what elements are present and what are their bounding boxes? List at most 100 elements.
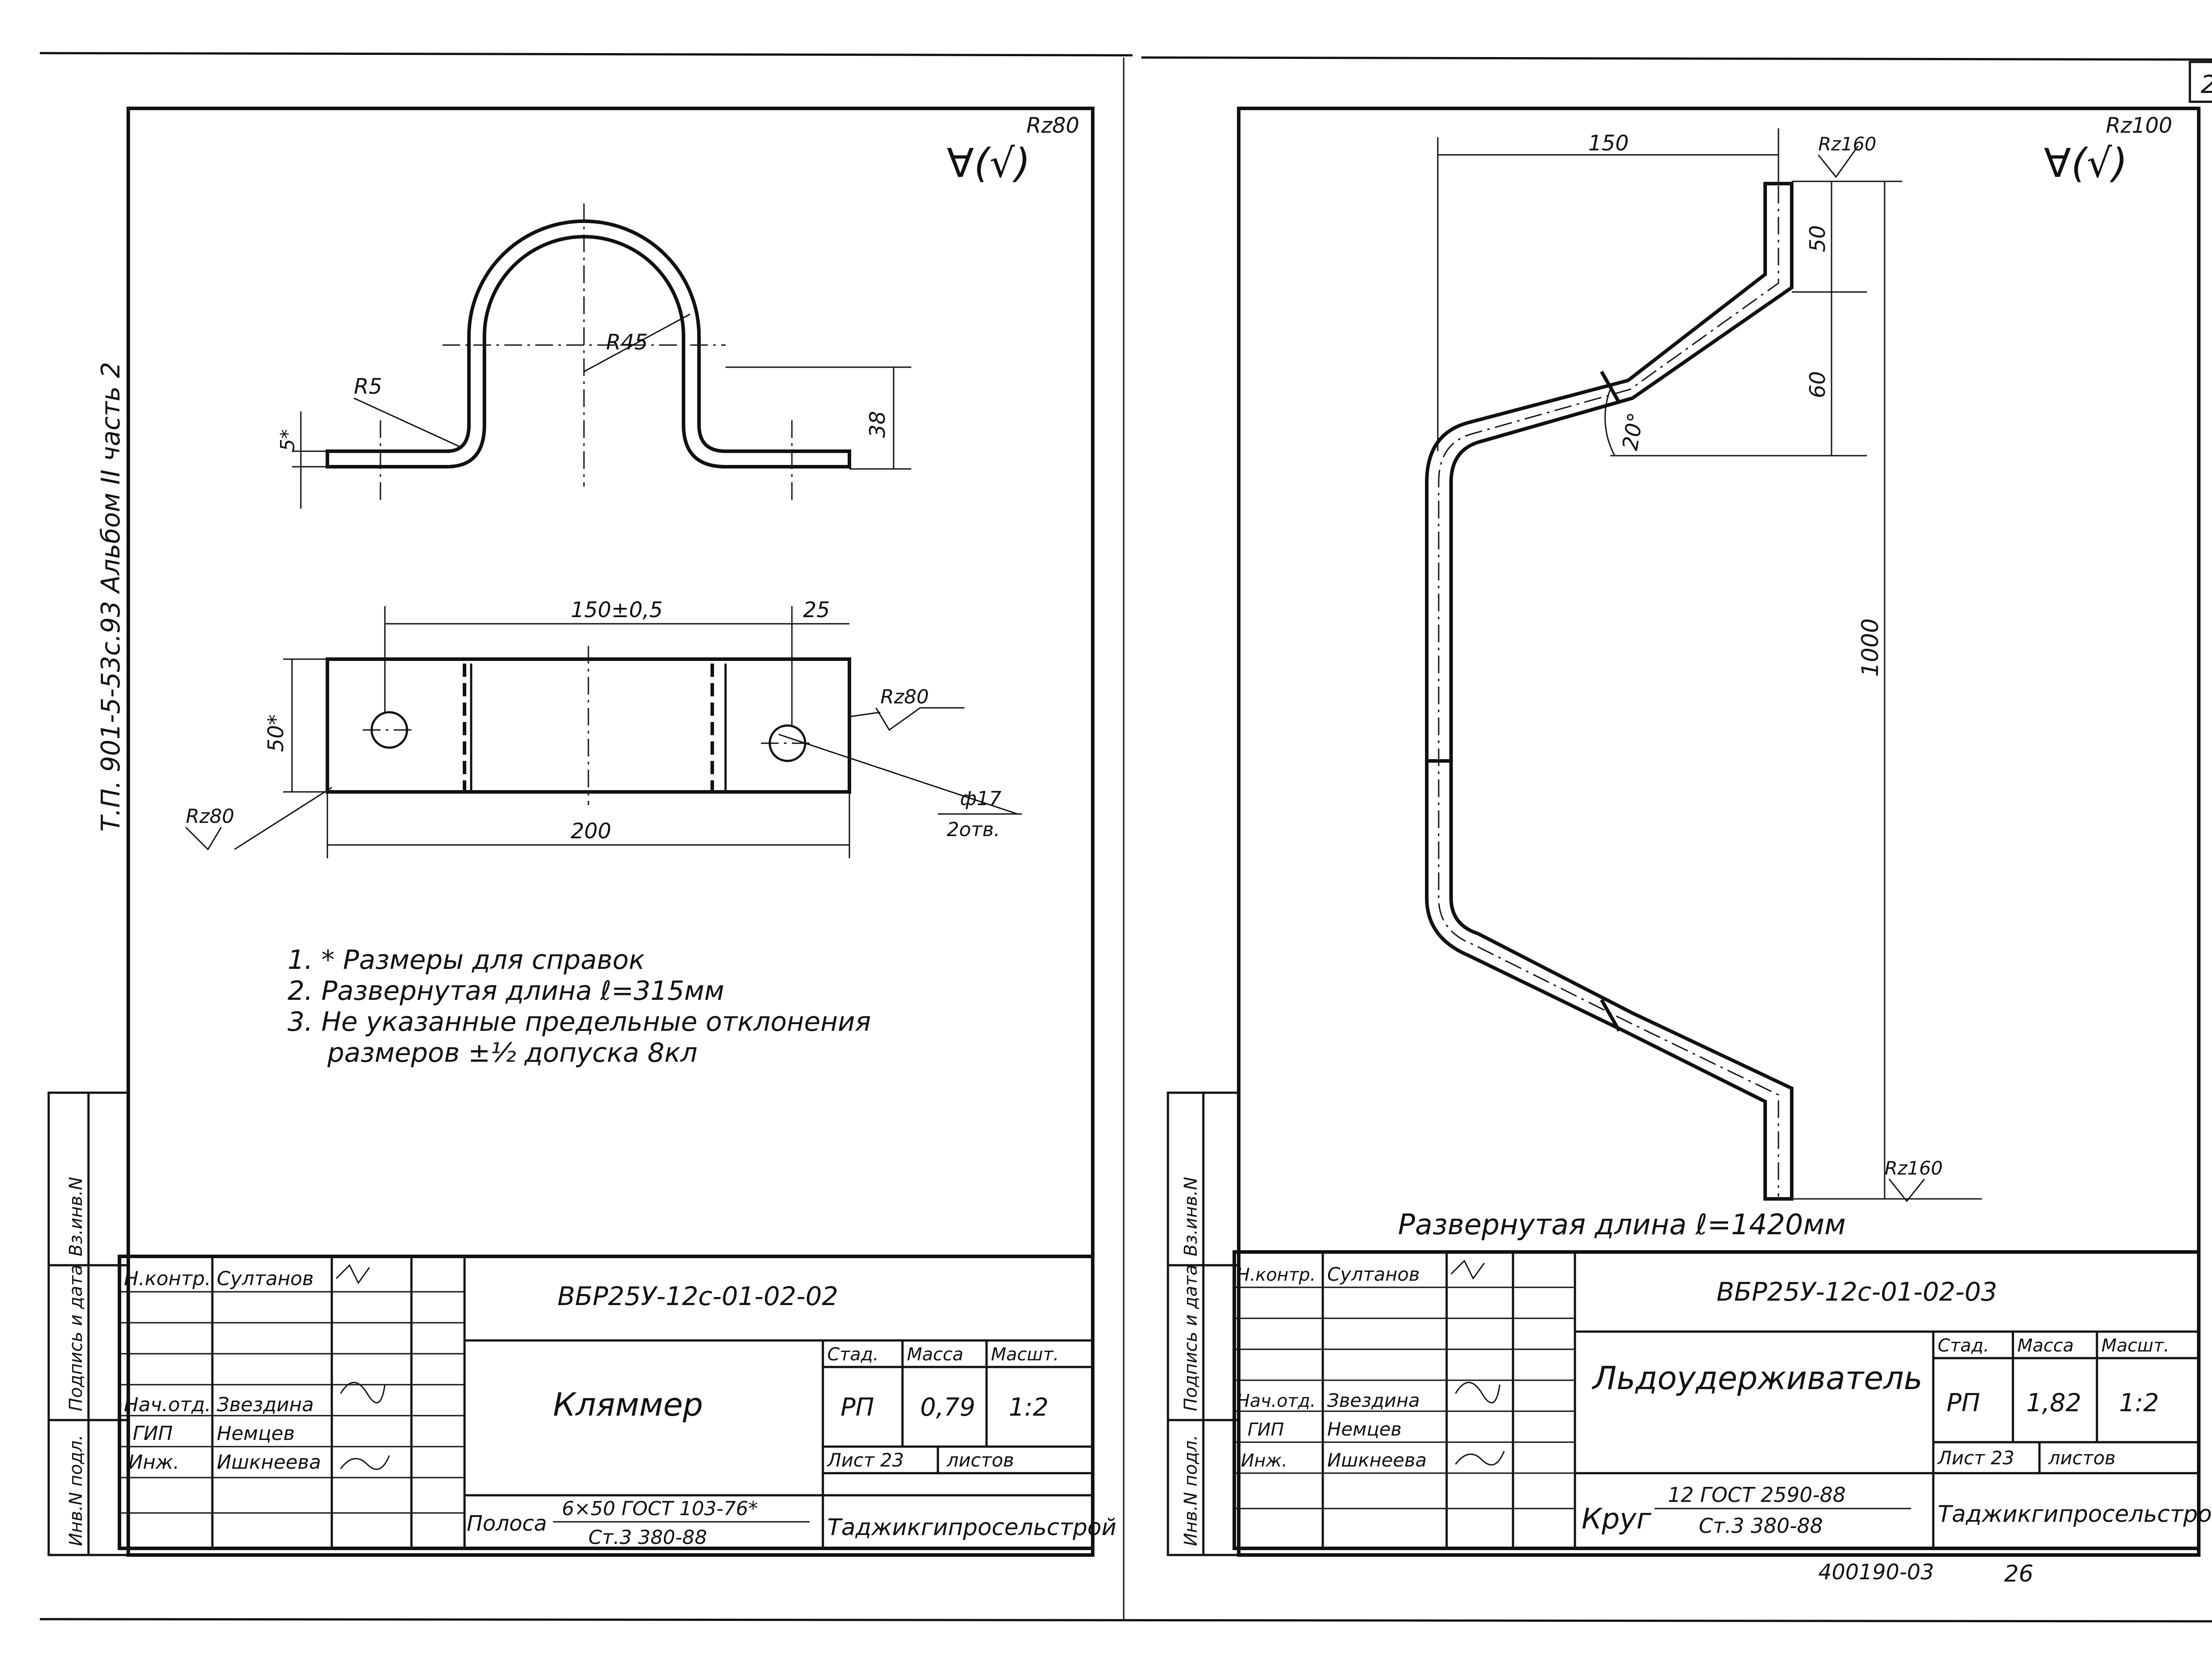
right-stage: РП [1947, 1389, 1980, 1417]
right-tb-code: ВБР25У-12с-01-02-03 [1717, 1277, 1997, 1307]
left-tb-frame [118, 1255, 1094, 1550]
left-role-2: ГИП [133, 1422, 173, 1445]
unfold-note: Развернутая длина ℓ=1420мм [1398, 1209, 1846, 1241]
left-material-bottom: Ст.3 380-88 [588, 1526, 707, 1549]
plan-rough-right: Rz80 [880, 686, 929, 708]
plan-h-label: 50* [264, 714, 288, 752]
w-label: 150 [1588, 131, 1629, 156]
top-trim-line-left [39, 52, 1133, 57]
right-sheet: Инв.N подл. Подпись и дата Вз.инв.N Rz10… [1167, 107, 2212, 1587]
right-frame [1237, 107, 2200, 1557]
note-3: 3. Не указанные предельные отклонения [288, 1006, 871, 1037]
right-role-2: ГИП [1248, 1420, 1284, 1440]
edge-label: 25 [803, 598, 830, 622]
left-sheet: Инв.N подл. Подпись и дата Вз.инв.N Т.П.… [47, 107, 1117, 1557]
right-stamp-inv: Инв.N подл. [1181, 1435, 1201, 1546]
left-role-1: Нач.отд. [124, 1394, 211, 1416]
right-person-3: Ишкнеева [1327, 1449, 1427, 1471]
v-total-label: 1000 [1857, 618, 1884, 677]
right-mass: 1,82 [2026, 1389, 2081, 1417]
r45-leader [584, 313, 691, 372]
hole-label: ф17 [960, 787, 1002, 810]
left-person-0: Султанов [217, 1267, 314, 1290]
left-stamp-vzinv: Вз.инв.N [66, 1177, 86, 1256]
height-label: 38 [865, 411, 890, 438]
right-org: Таджикгипросельстрой [1938, 1501, 2212, 1528]
right-sheet-no: Лист 23 [1937, 1447, 2014, 1469]
left-tb-code: ВБР25У-12с-01-02-02 [557, 1281, 838, 1311]
span-label: 150±0,5 [571, 598, 663, 622]
plan-rough-right-symbol [875, 707, 964, 731]
note-2: 2. Развернутая длина ℓ=315мм [288, 975, 724, 1006]
right-signatures [1450, 1259, 1505, 1466]
right-tb-name: Льдоудерживатель [1591, 1359, 1923, 1397]
r5-leader [353, 397, 461, 448]
album-side-label: Т.П. 901-5-53с.93 Альбом II часть 2 [96, 362, 126, 832]
rough-bottom: Rz160 [1885, 1157, 1943, 1179]
left-role-3: Инж. [128, 1451, 179, 1474]
plan-rough-left-leader [234, 787, 332, 850]
r5-label: R5 [354, 374, 382, 399]
left-person-3: Ишкнеева [217, 1451, 321, 1474]
left-material-prefix: Полоса [467, 1511, 547, 1536]
left-sheets: листов [946, 1449, 1014, 1471]
left-mass-h: Масса [907, 1344, 964, 1365]
note-3-cont: размеров ±½ допуска 8кл [327, 1037, 697, 1068]
rod-axis [1438, 186, 1779, 1197]
plan-rough-left: Rz80 [186, 805, 234, 828]
bottom-trim-line [39, 1618, 2212, 1623]
plan-rough-right-leader [849, 711, 881, 718]
right-role-3: Инж. [1241, 1451, 1287, 1471]
right-tb-frame [1233, 1250, 2200, 1550]
right-role-0: Н.контр. [1237, 1265, 1316, 1285]
angle-label: 20° [1618, 411, 1649, 453]
right-person-0: Султанов [1327, 1263, 1420, 1285]
right-stamp-sign: Подпись и дата [1181, 1265, 1201, 1411]
right-scale-h: Масшт. [2101, 1336, 2170, 1356]
right-sheets: листов [2048, 1447, 2116, 1469]
right-scale: 1:2 [2119, 1389, 2159, 1417]
left-sheet-no: Лист 23 [826, 1449, 904, 1471]
right-material-top: 12 ГОСТ 2590-88 [1668, 1483, 1846, 1507]
hole-leader [778, 733, 1018, 815]
rough-top: Rz160 [1818, 133, 1876, 155]
left-person-1: Звездина [217, 1394, 314, 1416]
right-material-prefix: Круг [1582, 1503, 1651, 1536]
thickness-label: 5* [276, 429, 299, 451]
right-person-2: Немцев [1327, 1418, 1402, 1440]
left-title-block: Н.контр. Султанов Нач.отд. Звездина ГИП … [118, 1255, 1117, 1550]
r45-label: R45 [606, 330, 648, 355]
page-number-box [2189, 61, 2212, 103]
right-material-bottom: Ст.3 380-88 [1699, 1514, 1823, 1538]
rough-bottom-symbol [1888, 1179, 1925, 1202]
left-org: Таджикгипросельстрой [827, 1514, 1117, 1541]
right-person-1: Звездина [1327, 1390, 1420, 1411]
left-roughness-symbol: ∀(√) [947, 140, 1030, 187]
left-tb-name: Кляммер [553, 1386, 703, 1423]
hole-count: 2отв. [947, 818, 1000, 841]
rod-break-3 [1600, 999, 1621, 1032]
ice-holder-rod [1425, 182, 1793, 1201]
left-stage-h: Стад. [827, 1344, 879, 1365]
left-role-0: Н.контр. [124, 1267, 211, 1290]
left-scale-h: Масшт. [991, 1344, 1059, 1365]
top-trim-line-right [1141, 56, 2212, 61]
page-number: 25 [2200, 70, 2212, 99]
right-stage-h: Стад. [1938, 1336, 1989, 1356]
left-roughness-value: Rz80 [1026, 113, 1079, 138]
angle-arc [1604, 389, 1616, 456]
len-label: 200 [571, 819, 611, 844]
left-stamp-sign: Подпись и дата [66, 1265, 86, 1411]
note-1: 1. * Размеры для справок [288, 945, 645, 975]
footer-code: 400190-03 [1818, 1560, 1934, 1585]
rough-top-symbol [1817, 146, 1859, 178]
clamp-profile [326, 219, 851, 468]
right-role-1: Нач.отд. [1237, 1391, 1316, 1411]
left-signatures [335, 1264, 390, 1470]
left-person-2: Немцев [217, 1422, 295, 1445]
v-mid-label: 60 [1805, 371, 1830, 398]
right-mass-h: Масса [2017, 1336, 2074, 1356]
rod-break-2 [1600, 371, 1621, 403]
left-mass: 0,79 [920, 1393, 975, 1422]
